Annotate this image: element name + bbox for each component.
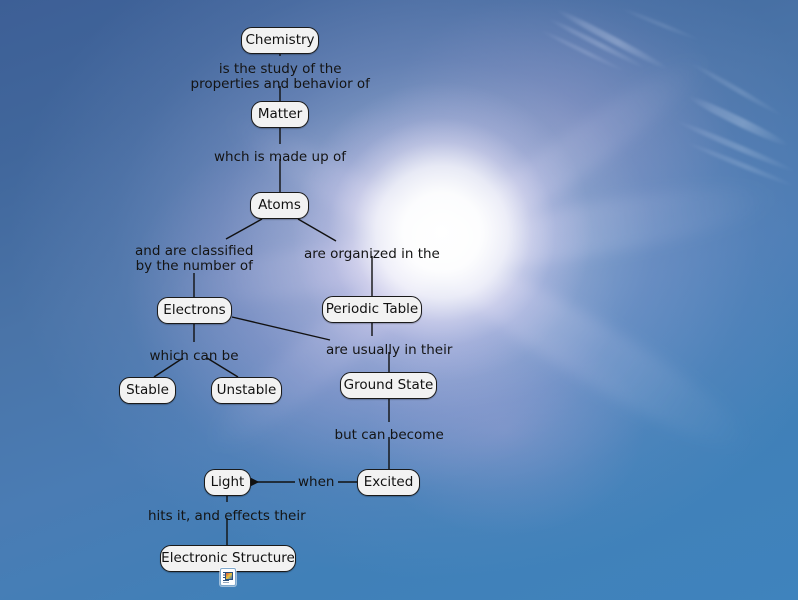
link-label-made-up-of[interactable]: whch is made up of <box>214 149 346 165</box>
link-label-but-become[interactable]: but can become <box>334 427 444 443</box>
sun-ray-upper-left <box>217 100 451 267</box>
concept-node-label: Excited <box>363 473 414 490</box>
concept-node-label: Matter <box>257 105 303 122</box>
link-label-organized[interactable]: are organized in the <box>304 246 440 262</box>
attached-resource-icon[interactable] <box>220 568 236 586</box>
connector-atoms-to-organized <box>297 218 337 242</box>
concept-node-ground[interactable]: Ground State <box>340 372 437 399</box>
concept-node-stable[interactable]: Stable <box>119 377 176 404</box>
link-label-hits-it[interactable]: hits it, and effects their <box>148 508 306 524</box>
concept-node-label: Stable <box>126 381 169 398</box>
concept-node-unstable[interactable]: Unstable <box>211 377 282 404</box>
link-label-usually-in[interactable]: are usually in their <box>326 342 453 358</box>
light-streak-2 <box>546 16 648 71</box>
concept-node-label: Light <box>210 473 245 490</box>
link-label-study-of[interactable]: is the study of the properties and behav… <box>190 61 370 92</box>
link-label-which-can-be[interactable]: which can be <box>149 348 239 364</box>
concept-node-excited[interactable]: Excited <box>357 469 420 496</box>
concept-node-light[interactable]: Light <box>204 469 251 496</box>
sun-ray-lower-right <box>424 234 765 472</box>
connector-atoms-to-classified <box>225 218 263 240</box>
concept-node-atoms[interactable]: Atoms <box>250 192 309 219</box>
link-label-classified[interactable]: and are classified by the number of <box>135 243 254 274</box>
concept-node-periodic[interactable]: Periodic Table <box>322 296 422 323</box>
concept-node-label: Ground State <box>343 376 434 393</box>
link-label-when[interactable]: when <box>298 474 335 490</box>
concept-node-label: Electrons <box>163 301 226 318</box>
concept-node-label: Chemistry <box>245 31 315 48</box>
light-streak-8 <box>619 6 703 43</box>
concept-node-electrons[interactable]: Electrons <box>157 297 232 324</box>
concept-node-label: Unstable <box>216 381 277 398</box>
concept-node-chemistry[interactable]: Chemistry <box>241 27 319 54</box>
concept-node-label: Periodic Table <box>325 300 419 317</box>
resource-icon-thumbnail <box>225 572 233 580</box>
light-streak-6 <box>686 92 791 150</box>
concept-node-label: Atoms <box>258 196 301 213</box>
concept-node-matter[interactable]: Matter <box>251 101 309 128</box>
concept-node-label: Electronic Structure <box>161 549 295 566</box>
